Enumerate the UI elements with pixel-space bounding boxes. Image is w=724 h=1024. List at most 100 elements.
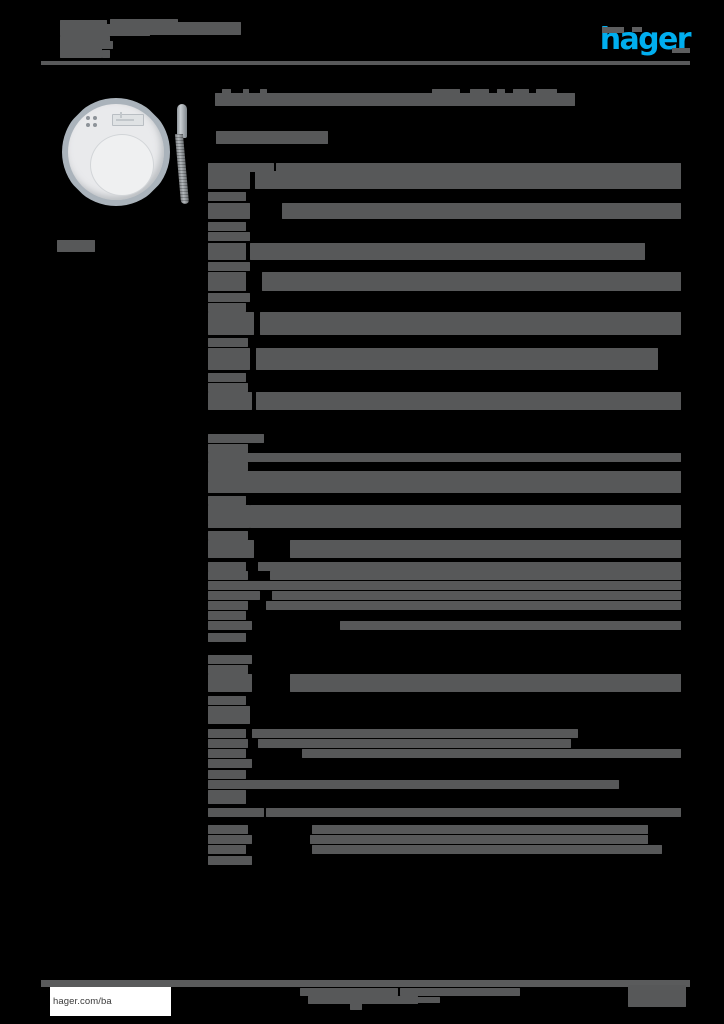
footer-divider [41,980,690,987]
table-row-value-39 [252,729,578,738]
table-row-value-48 [310,835,648,844]
header-redaction-7 [102,50,110,58]
table-row-label-35 [208,665,248,674]
table-row-label-14 [208,373,246,382]
table-row-label-47 [208,825,248,834]
table-row-label-1 [208,171,250,189]
table-row-value-47 [312,825,648,834]
table-row-label-11 [208,312,254,335]
table-row-label-30 [208,601,248,610]
product-caption-block [57,240,95,252]
table-row-value-30 [266,601,681,610]
header-divider [41,61,690,65]
temperature-probe [174,104,193,204]
table-row-label-3 [208,203,250,219]
header-redaction-3 [142,22,241,35]
subtitle-block [216,131,328,144]
table-row-value-1 [255,171,681,189]
table-row-value-0 [276,163,681,172]
table-row-label-39 [208,729,246,738]
table-row-label-6 [208,243,246,260]
table-row-value-8 [262,272,681,291]
table-row-label-20 [208,462,248,471]
table-row-label-29 [208,591,260,600]
table-row-label-48 [208,835,252,844]
table-row-label-33 [208,633,246,642]
sensor-dot-3 [86,123,90,127]
table-row-label-9 [208,293,250,302]
table-row-label-16 [208,392,252,410]
table-row-label-13 [208,348,250,370]
table-row-value-32 [340,621,681,630]
website-url-box[interactable]: hager.com/ba [50,987,171,1016]
logo-smudge-3 [672,48,690,53]
table-row-value-21 [248,471,681,493]
table-row-value-29 [272,591,681,600]
title-redaction-6 [497,89,505,94]
table-row-label-43 [208,770,246,779]
footer-redaction-0 [300,988,398,996]
title-redaction-5 [470,89,489,94]
table-row-label-0 [208,163,274,172]
table-row-label-22 [208,496,246,505]
table-row-label-7 [208,262,250,271]
title-redaction-7 [513,89,529,94]
footer-redaction-2 [400,988,520,996]
table-row-value-26 [258,562,681,571]
header-redaction-6 [60,46,102,58]
table-row-value-36 [290,674,681,692]
table-row-label-12 [208,338,248,347]
table-row-label-21 [208,471,250,493]
table-row-label-24 [208,531,248,540]
table-row-label-17 [208,434,264,443]
table-row-value-6 [250,243,645,260]
title-redaction-4 [432,89,460,94]
title-redaction-3 [260,89,267,94]
table-row-label-15 [208,383,248,392]
table-row-label-49 [208,845,246,854]
table-row-label-18 [208,444,248,453]
table-row-label-26 [208,562,246,571]
table-row-value-49 [312,845,662,854]
title-redaction-2 [243,89,249,94]
table-row-label-10 [208,303,246,312]
table-row-label-5 [208,232,250,241]
table-row-label-32 [208,621,252,630]
footer-redaction-4 [350,1003,362,1010]
table-row-label-50 [208,856,252,865]
table-row-value-3 [282,203,681,219]
title-redaction-8 [536,89,557,94]
footer-redaction-3 [395,997,440,1003]
table-row-label-36 [208,674,252,692]
table-row-value-19 [245,453,681,462]
page-number-block [628,985,686,1007]
table-row-label-45 [208,790,246,804]
sensor-mark-1 [116,119,134,121]
table-row-value-11 [260,312,681,335]
sensor-mark-2 [120,112,122,118]
sensor-dot-4 [93,123,97,127]
table-row-value-13 [256,348,658,370]
table-row-value-40 [258,739,571,748]
table-row-value-25 [290,540,681,558]
table-row-label-2 [208,192,246,201]
table-row-label-44 [208,780,252,789]
logo-smudge-2 [632,27,642,32]
table-row-label-25 [208,540,254,558]
table-row-label-8 [208,272,246,291]
table-row-value-44 [248,780,619,789]
table-row-label-37 [208,696,246,705]
header-redaction-5 [96,41,113,49]
probe-cable [174,134,190,204]
logo-smudge-1 [602,27,624,33]
website-url-text: hager.com/ba [53,996,112,1007]
table-row-value-28 [244,581,681,590]
table-row-label-40 [208,739,248,748]
table-row-label-4 [208,222,246,231]
table-row-value-41 [302,749,681,758]
table-row-label-27 [208,571,248,580]
table-row-label-23 [208,505,250,528]
table-row-label-28 [208,581,246,590]
table-row-label-31 [208,611,246,620]
